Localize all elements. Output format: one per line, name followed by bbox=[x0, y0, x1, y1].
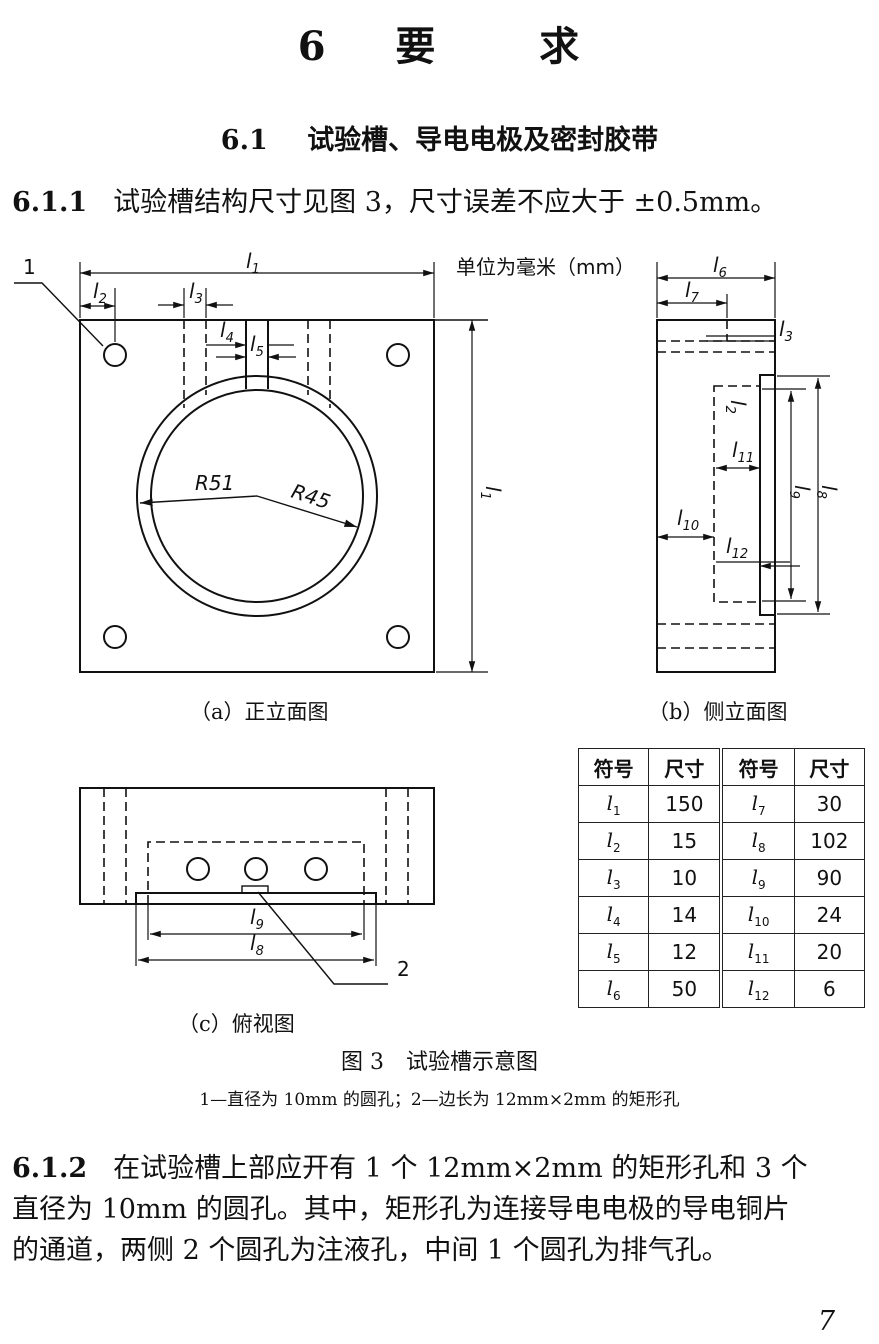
symbol-cell: l4 bbox=[577, 896, 650, 934]
value-cell: 12 bbox=[648, 933, 722, 971]
clause-number: 6.1.1 bbox=[12, 187, 88, 218]
dim-l9-side-label: l9 bbox=[786, 485, 814, 499]
rect-hole bbox=[241, 885, 269, 894]
dim-l3-side-label: l3 bbox=[779, 317, 793, 345]
dim-l5-label: l5 bbox=[250, 332, 264, 360]
callout-2-leader bbox=[257, 891, 388, 985]
corner-hole bbox=[386, 625, 410, 649]
value-cell: 90 bbox=[793, 859, 866, 897]
dim-l1-vertical-label: l1 bbox=[477, 486, 505, 500]
table-header-row: 符号 尺寸 符号 尺寸 bbox=[577, 748, 866, 786]
symbol-cell: l10 bbox=[719, 896, 795, 934]
dim-l3-label: l3 bbox=[189, 279, 203, 307]
round-hole bbox=[244, 857, 268, 881]
symbol-cell: l2 bbox=[577, 822, 650, 860]
side-view-labels: l6 l7 l3 l2 l11 l10 l12 l9 l8 bbox=[677, 253, 841, 562]
callout-1: 1 bbox=[23, 255, 36, 279]
callout-1-leader bbox=[14, 282, 104, 347]
value-cell: 150 bbox=[648, 785, 722, 823]
symbol-cell: l7 bbox=[719, 785, 795, 823]
chapter-heading: 6 要 求 bbox=[0, 14, 879, 72]
side-view bbox=[656, 262, 830, 673]
symbol-cell: l5 bbox=[577, 933, 650, 971]
top-view-labels: l9 l8 2 bbox=[250, 905, 410, 981]
clause-line-1: 6.1.2 在试验槽上部应开有 1 个 12mm×2mm 的矩形孔和 3 个 bbox=[12, 1148, 872, 1189]
corner-hole bbox=[103, 343, 127, 367]
table-row: l2 15 l8 102 bbox=[577, 822, 866, 860]
chapter-number: 6 bbox=[297, 23, 328, 70]
dim-l2-side-label: l2 bbox=[722, 400, 750, 414]
dim-l8-label: l8 bbox=[250, 931, 264, 959]
page-number: 7 bbox=[817, 1306, 835, 1337]
dim-l2-label: l2 bbox=[93, 279, 107, 307]
caption-side-view: （b）侧立面图 bbox=[648, 700, 788, 724]
corner-hole bbox=[103, 625, 127, 649]
front-view-labels: 1 l1 l2 l3 l4 l5 R51 R45 l1 bbox=[23, 249, 505, 514]
figure-title: 图 3 试验槽示意图 bbox=[341, 1050, 538, 1075]
table-row: l3 10 l9 90 bbox=[577, 859, 866, 897]
dim-l8-side-label: l8 bbox=[813, 485, 841, 499]
clause-line-3: 的通道，两侧 2 个圆孔为注液孔，中间 1 个圆孔为排气孔。 bbox=[12, 1235, 729, 1266]
figure-note: 1—直径为 10mm 的圆孔；2—边长为 12mm×2mm 的矩形孔 bbox=[199, 1090, 680, 1110]
inner-bore-circle bbox=[150, 389, 364, 603]
radius-r51-label: R51 bbox=[195, 471, 234, 495]
table-header: 符号 bbox=[577, 748, 650, 786]
table-row: l4 14 l10 24 bbox=[577, 896, 866, 934]
value-cell: 15 bbox=[648, 822, 722, 860]
symbol-cell: l12 bbox=[719, 970, 795, 1008]
table-row: l5 12 l11 20 bbox=[577, 933, 866, 971]
front-view bbox=[14, 262, 488, 673]
caption-top-view: （c）俯视图 bbox=[178, 1012, 295, 1036]
value-cell: 20 bbox=[793, 933, 866, 971]
corner-hole bbox=[386, 343, 410, 367]
clause-line-2: 直径为 10mm 的圆孔。其中，矩形孔为连接导电电极的导电铜片 bbox=[12, 1194, 790, 1225]
dim-l6-label: l6 bbox=[713, 253, 727, 281]
round-hole bbox=[186, 857, 210, 881]
table-row: l6 50 l12 6 bbox=[577, 970, 866, 1008]
value-cell: 102 bbox=[793, 822, 866, 860]
dim-l10-label: l10 bbox=[677, 506, 699, 534]
value-cell: 30 bbox=[793, 785, 866, 823]
top-view bbox=[79, 787, 435, 985]
clause-number: 6.1.2 bbox=[12, 1153, 88, 1184]
symbol-cell: l11 bbox=[719, 933, 795, 971]
table-header: 尺寸 bbox=[648, 748, 722, 786]
value-cell: 10 bbox=[648, 859, 722, 897]
table-row: l1 150 l7 30 bbox=[577, 785, 866, 823]
value-cell: 14 bbox=[648, 896, 722, 934]
outer-bore-circle bbox=[136, 375, 378, 617]
section-heading: 6.1 试验槽、导电电极及密封胶带 bbox=[0, 118, 879, 157]
radius-r45-label: R45 bbox=[288, 479, 333, 514]
callout-2: 2 bbox=[397, 957, 410, 981]
section-title: 试验槽、导电电极及密封胶带 bbox=[307, 125, 659, 156]
clause-text: 在试验槽上部应开有 1 个 12mm×2mm 的矩形孔和 3 个 bbox=[113, 1153, 808, 1184]
clause-6-1-1: 6.1.1 试验槽结构尺寸见图 3，尺寸误差不应大于 ±0.5mm。 bbox=[12, 182, 872, 223]
table-header: 符号 bbox=[719, 748, 795, 786]
dim-l4-label: l4 bbox=[220, 318, 234, 346]
dim-l7-label: l7 bbox=[685, 278, 700, 306]
unit-note: 单位为毫米（mm） bbox=[456, 255, 635, 279]
chapter-title-a: 要 bbox=[395, 23, 438, 70]
clause-text: 试验槽结构尺寸见图 3，尺寸误差不应大于 ±0.5mm。 bbox=[113, 187, 778, 218]
dimension-table: 符号 尺寸 符号 尺寸 l1 150 l7 30 l2 15 l8 102 l3… bbox=[577, 748, 866, 1008]
value-cell: 6 bbox=[793, 970, 866, 1008]
chapter-title-b: 求 bbox=[539, 23, 582, 70]
dim-l9-label: l9 bbox=[250, 905, 264, 933]
section-number: 6.1 bbox=[220, 125, 268, 156]
symbol-cell: l6 bbox=[577, 970, 650, 1008]
table-header: 尺寸 bbox=[793, 748, 866, 786]
dim-l12-label: l12 bbox=[726, 534, 748, 562]
symbol-cell: l8 bbox=[719, 822, 795, 860]
symbol-cell: l9 bbox=[719, 859, 795, 897]
symbol-cell: l3 bbox=[577, 859, 650, 897]
test-cell-drawing: 1 l1 l2 l3 l4 l5 R51 R45 l1 单位为毫米（mm） bbox=[14, 249, 841, 985]
value-cell: 50 bbox=[648, 970, 722, 1008]
dim-l1-label: l1 bbox=[246, 249, 260, 277]
clause-6-1-2: 6.1.2 在试验槽上部应开有 1 个 12mm×2mm 的矩形孔和 3 个 直径… bbox=[12, 1148, 872, 1271]
caption-front-view: （a）正立面图 bbox=[190, 700, 329, 724]
round-hole bbox=[304, 857, 328, 881]
value-cell: 24 bbox=[793, 896, 866, 934]
symbol-cell: l1 bbox=[577, 785, 650, 823]
dim-l11-label: l11 bbox=[732, 438, 754, 466]
